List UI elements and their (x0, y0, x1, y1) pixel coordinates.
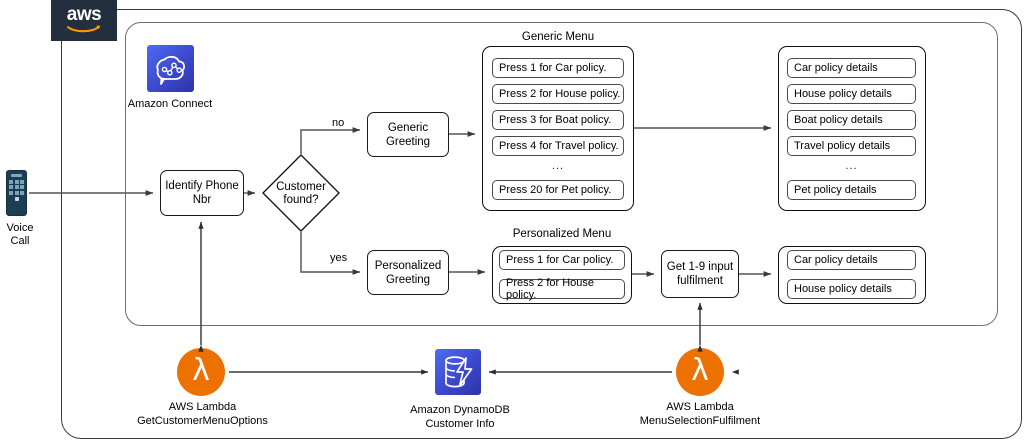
generic-menu-item[interactable]: Press 4 for Travel policy. (492, 136, 624, 156)
amazon-dynamodb-label: Amazon DynamoDB Customer Info (410, 404, 510, 430)
aws-lambda-menu-selection-fulfilment-icon: λ (676, 348, 724, 396)
node-identify-phone-nbr[interactable]: Identify Phone Nbr (160, 170, 244, 216)
generic-menu-item[interactable]: Press 20 for Pet policy. (492, 180, 624, 200)
decision-label-line1: Customer (276, 181, 326, 193)
aws-logo: aws (51, 0, 117, 41)
node-generic-greeting-line2: Greeting (385, 135, 431, 148)
amazon-dynamodb-icon (435, 349, 481, 395)
decision-label-line2: found? (283, 194, 318, 206)
node-get-input-fulfilment[interactable]: Get 1-9 input fulfilment (661, 250, 739, 298)
node-personalized-greeting-line2: Greeting (385, 273, 431, 286)
decision-diamond-shape: Customer found? (262, 154, 340, 232)
generic-menu-item[interactable]: Press 3 for Boat policy. (492, 110, 624, 130)
generic-menu-title: Generic Menu (521, 31, 595, 43)
generic-outcome-item[interactable]: Boat policy details (787, 110, 916, 130)
node-fulfilment-line1: Get 1-9 input (666, 261, 734, 273)
phone-keypad (9, 179, 24, 195)
personalized-outcome-item[interactable]: House policy details (787, 279, 916, 299)
phone-home-button (14, 197, 19, 201)
personalized-menu-item[interactable]: Press 1 for Car policy. (499, 250, 625, 270)
node-personalized-greeting-line1: Personalized (374, 259, 442, 272)
personalized-menu-title: Personalized Menu (512, 228, 612, 240)
personalized-outcome-item[interactable]: Car policy details (787, 250, 916, 270)
aws-lambda-get-customer-menu-options-label: AWS Lambda GetCustomerMenuOptions (137, 401, 268, 427)
amazon-connect-icon (147, 45, 194, 92)
node-personalized-greeting[interactable]: Personalized Greeting (367, 250, 449, 295)
personalized-menu-item[interactable]: Press 2 for House policy. (499, 277, 625, 301)
node-generic-greeting-line1: Generic (387, 121, 429, 134)
generic-outcome-item[interactable]: Car policy details (787, 58, 916, 78)
edge-label-no: no (332, 117, 345, 129)
generic-outcome-item[interactable]: Pet policy details (787, 180, 916, 200)
voice-call-label: Voice Call (6, 222, 34, 247)
mobile-phone-icon (6, 170, 27, 216)
generic-outcome-item[interactable]: Travel policy details (787, 136, 916, 156)
generic-menu-ellipsis: ... (551, 160, 565, 172)
amazon-connect-boundary (125, 22, 998, 326)
dynamodb-glyph (445, 356, 473, 388)
generic-outcomes-ellipsis: ... (845, 160, 858, 172)
aws-cloud-boundary (61, 9, 1022, 439)
edge-label-yes: yes (330, 252, 348, 264)
lambda-glyph: λ (691, 352, 709, 388)
connect-cloud-glyph (155, 55, 185, 85)
node-identify-phone-nbr-label: Identify Phone Nbr (165, 180, 239, 206)
node-customer-found-decision[interactable]: Customer found? (262, 154, 340, 232)
lambda-glyph: λ (192, 352, 210, 388)
aws-lambda-menu-selection-fulfilment-label: AWS Lambda MenuSelectionFulfilment (639, 401, 761, 427)
aws-smile-icon (67, 24, 101, 32)
amazon-connect-label: Amazon Connect (127, 98, 213, 110)
aws-logo-text: aws (66, 3, 102, 25)
phone-speaker (11, 174, 22, 177)
generic-menu-item[interactable]: Press 1 for Car policy. (492, 58, 624, 78)
node-generic-greeting[interactable]: Generic Greeting (367, 112, 449, 157)
node-fulfilment-line2: fulfilment (676, 275, 723, 287)
generic-outcome-item[interactable]: House policy details (787, 84, 916, 104)
generic-menu-item[interactable]: Press 2 for House policy. (492, 84, 624, 104)
aws-lambda-get-customer-menu-options-icon: λ (177, 348, 225, 396)
